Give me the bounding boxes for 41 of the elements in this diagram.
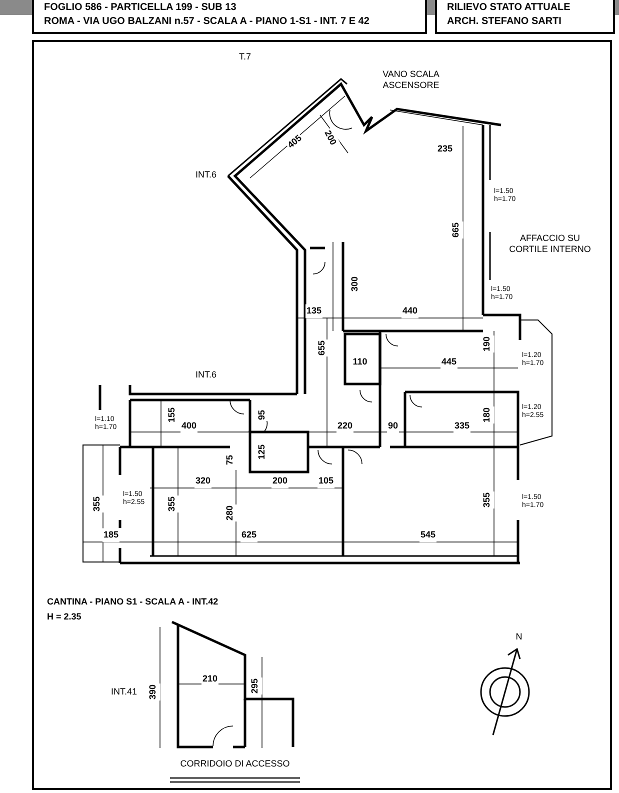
dimension-value: 280 — [223, 504, 237, 522]
area-label: N — [516, 630, 522, 644]
dimension-value: 200 — [271, 474, 289, 488]
area-label: INT.6 — [196, 168, 216, 182]
dimension-value: 390 — [146, 683, 160, 701]
plan-heading: H = 2.35 — [47, 610, 82, 624]
dimension-value: 655 — [315, 339, 329, 357]
plan-heading: CANTINA - PIANO S1 - SCALA A - INT.42 — [47, 595, 218, 608]
title-block-text: FOGLIO 586 - PARTICELLA 199 - SUB 13 — [44, 1, 238, 15]
area-label: AFFACCIO SU CORTILE INTERNO — [508, 233, 592, 255]
dimension-value: 210 — [201, 672, 219, 686]
dimension-value: 185 — [102, 528, 120, 542]
dimension-value: 440 — [401, 304, 419, 318]
dimension-value: 400 — [180, 419, 198, 433]
title-block-text: RILIEVO STATO ATTUALE — [447, 1, 572, 15]
area-label: INT.6 — [196, 368, 216, 382]
title-block-text: ROMA - VIA UGO BALZANI n.57 - SCALA A - PIANO 1-S1 - INT. 7 E 42 — [44, 15, 370, 29]
dimension-value: 545 — [419, 528, 437, 542]
dimension-value: 625 — [240, 528, 258, 542]
dimension-value: 335 — [453, 419, 471, 433]
dimension-value: 95 — [255, 409, 269, 421]
dimension-value: 295 — [248, 677, 262, 695]
area-label: T.7 — [239, 50, 251, 64]
title-block-cell — [32, 0, 427, 34]
dimension-value: 355 — [90, 495, 104, 513]
title-block-text: ARCH. STEFANO SARTI — [447, 15, 562, 29]
dimension-value: 180 — [480, 406, 494, 424]
dimension-value: 445 — [440, 355, 458, 369]
dimension-value: 355 — [480, 491, 494, 509]
dimension-value: 665 — [449, 221, 463, 239]
area-label: INT.41 — [111, 685, 137, 698]
dimension-value: 220 — [336, 419, 354, 433]
area-label: CORRIDOIO DI ACCESSO — [180, 757, 290, 770]
dimension-value: 190 — [480, 335, 494, 353]
dimension-value: 320 — [194, 474, 212, 488]
dimension-value: 135 — [305, 304, 323, 318]
dimension-value: 90 — [387, 419, 399, 433]
dimension-value: 355 — [165, 495, 179, 513]
title-block-cell — [435, 0, 615, 34]
dimension-value: 105 — [317, 474, 335, 488]
area-label: VANO SCALA ASCENSORE — [382, 69, 440, 91]
